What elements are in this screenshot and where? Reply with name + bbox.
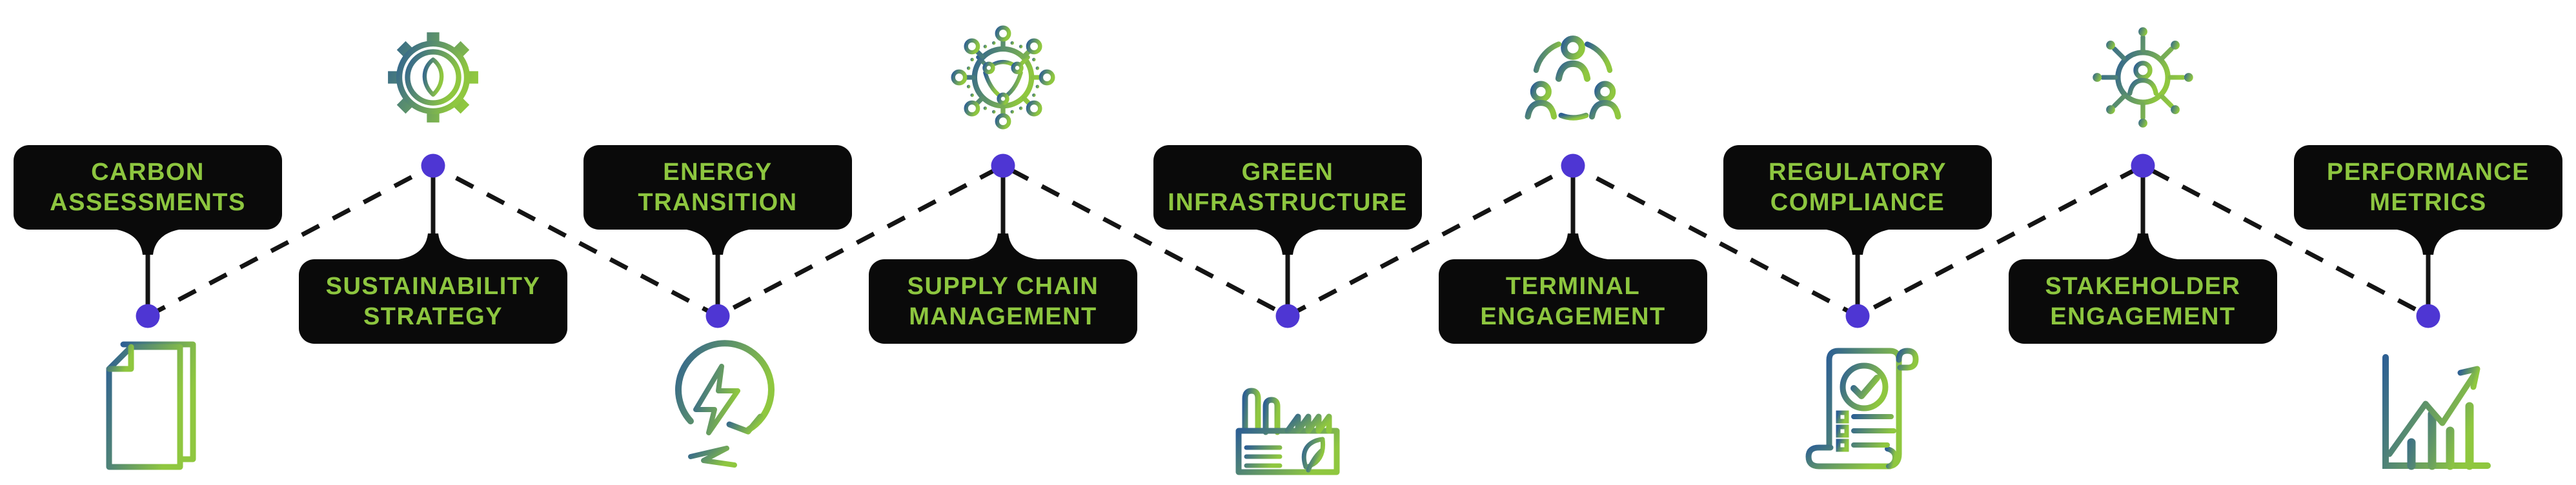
scroll-check-icon	[1793, 334, 1922, 482]
supply-network-icon	[944, 18, 1062, 137]
timeline-node-dot	[1845, 304, 1870, 328]
gear-leaf-icon	[374, 18, 492, 137]
label-carbon-assessments: CARBON ASSESSMENTS	[14, 145, 282, 230]
stakeholder-hub-icon	[2084, 18, 2202, 137]
energy-cycle-icon	[653, 334, 782, 482]
label-terminal-engagement: TERMINAL ENGAGEMENT	[1439, 259, 1707, 344]
timeline-node-dot	[991, 153, 1015, 178]
label-sustainability-strategy: SUSTAINABILITY STRATEGY	[299, 259, 567, 344]
label-energy-transition: ENERGY TRANSITION	[583, 145, 852, 230]
factory-leaf-icon	[1223, 334, 1352, 482]
label-stakeholder-engagement: STAKEHOLDER ENGAGEMENT	[2009, 259, 2277, 344]
timeline-node-dot	[2416, 304, 2440, 328]
timeline-node-dots	[136, 153, 2440, 328]
label-tail-flares	[113, 229, 2463, 259]
label-supply-chain-management: SUPPLY CHAIN MANAGEMENT	[869, 259, 1137, 344]
timeline-node-dot	[1561, 153, 1585, 178]
label-performance-metrics: PERFORMANCE METRICS	[2294, 145, 2562, 230]
documents-icon	[83, 334, 212, 482]
people-circle-icon	[1514, 18, 1632, 137]
label-regulatory-compliance: REGULATORY COMPLIANCE	[1723, 145, 1992, 230]
timeline-node-dot	[2131, 153, 2155, 178]
timeline-node-dot	[705, 304, 730, 328]
timeline-node-dot	[421, 153, 445, 178]
timeline-node-dot	[136, 304, 160, 328]
timeline-node-dot	[1275, 304, 1300, 328]
chart-growth-icon	[2364, 334, 2493, 482]
label-green-infrastructure: GREEN INFRASTRUCTURE	[1153, 145, 1422, 230]
zigzag-dashed-line	[147, 163, 2429, 319]
dotted-ring	[966, 41, 1040, 114]
